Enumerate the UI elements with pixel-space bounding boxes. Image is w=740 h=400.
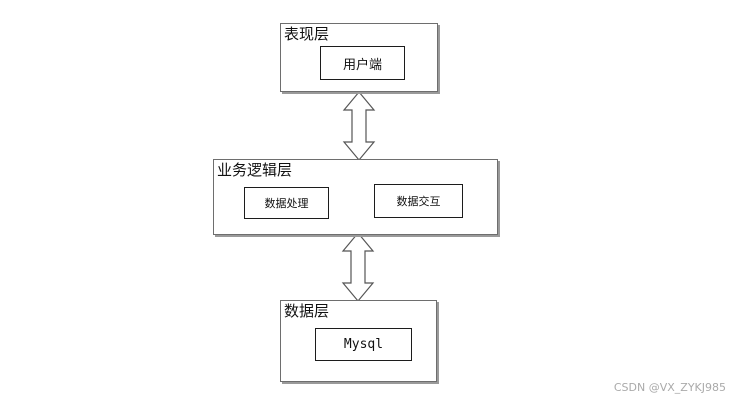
data-processing-node: 数据处理: [244, 187, 329, 219]
user-client-label: 用户端: [342, 57, 382, 73]
data-layer: 数据层 Mysql: [280, 300, 437, 382]
mysql-node: Mysql: [315, 328, 412, 361]
data-processing-label: 数据处理: [264, 197, 309, 210]
presentation-layer-title: 表现层: [284, 25, 330, 43]
mysql-label: Mysql: [343, 337, 384, 352]
user-client-node: 用户端: [320, 46, 405, 80]
data-interaction-node: 数据交互: [374, 184, 463, 218]
presentation-layer: 表现层 用户端: [280, 23, 438, 92]
double-arrow-business-data: [341, 232, 375, 302]
business-logic-layer: 业务逻辑层 数据处理 数据交互: [213, 159, 498, 235]
business-logic-layer-title: 业务逻辑层: [217, 161, 293, 179]
data-interaction-label: 数据交互: [396, 195, 441, 208]
double-arrow-presentation-business: [342, 91, 376, 161]
watermark-text: CSDN @VX_ZYKJ985: [613, 381, 726, 394]
data-layer-title: 数据层: [284, 302, 330, 320]
